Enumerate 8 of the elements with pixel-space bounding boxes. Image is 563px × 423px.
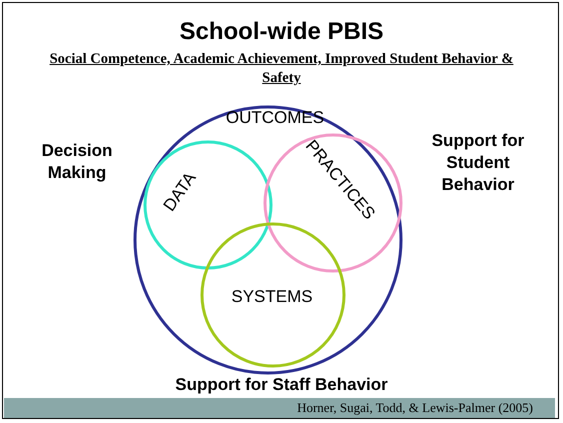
side-label: Decision Making [42,141,112,182]
circle-label: SYSTEMS [231,287,313,307]
citation: Horner, Sugai, Todd, & Lewis-Palmer (2005) [297,400,533,415]
title: School-wide PBIS [179,18,384,45]
side-label: Support for Student Behavior [432,131,524,194]
circle-label: OUTCOMES [226,108,324,128]
subtitle: Social Competence, Academic Achievement, Improved Student Behavior & Safety [50,51,514,86]
bottom-label: Support for Staff Behavior [175,375,388,394]
